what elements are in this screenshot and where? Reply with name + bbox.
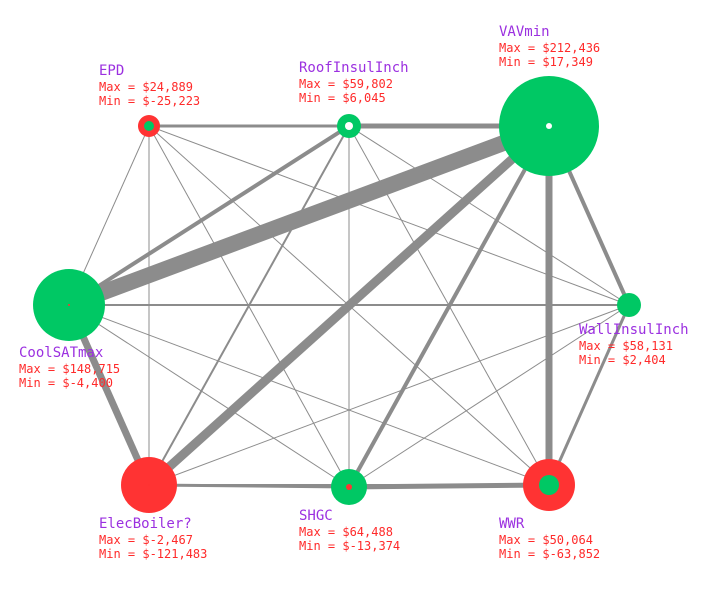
node-max-epd: Max = $24,889 [99, 80, 193, 94]
label-wwr: WWR Max = $50,064 Min = $-63,852 [499, 516, 600, 561]
edge-coolsat-shgc [68, 304, 350, 488]
edge-roof-wall [348, 125, 630, 306]
node-inner-circle-epd [144, 121, 154, 131]
node-wall [617, 293, 641, 317]
node-coolsat [33, 269, 105, 341]
node-min-roof: Min = $6,045 [299, 91, 386, 105]
label-epd: EPD Max = $24,889 Min = $-25,223 [99, 63, 200, 108]
node-name-wwr: WWR [499, 516, 525, 532]
edge-wall-wwr [547, 304, 631, 486]
label-layer: EPD Max = $24,889 Min = $-25,223 RoofIns… [19, 24, 689, 561]
node-max-shgc: Max = $64,488 [299, 525, 393, 539]
label-coolsat: CoolSATmax Max = $148,715 Min = $-4,400 [19, 345, 120, 390]
node-layer [33, 76, 641, 513]
node-wwr [523, 459, 575, 511]
node-name-shgc: SHGC [299, 508, 333, 524]
node-min-coolsat: Min = $-4,400 [19, 376, 113, 390]
node-min-wall: Min = $2,404 [579, 353, 666, 367]
node-inner-circle-coolsat [68, 304, 70, 306]
node-min-shgc: Min = $-13,374 [299, 539, 400, 553]
node-roof [337, 114, 361, 138]
node-inner-circle-roof [345, 122, 353, 130]
node-name-vav: VAVmin [499, 24, 550, 40]
edge-roof-coolsat [67, 124, 351, 307]
node-max-coolsat: Max = $148,715 [19, 362, 120, 376]
node-max-roof: Max = $59,802 [299, 77, 393, 91]
node-inner-circle-wwr [539, 475, 559, 495]
node-outer-circle-wall [617, 293, 641, 317]
label-shgc: SHGC Max = $64,488 Min = $-13,374 [299, 508, 400, 553]
node-epd [138, 115, 160, 137]
node-min-vav: Min = $17,349 [499, 55, 593, 69]
node-shgc [331, 469, 367, 505]
node-min-elec: Min = $-121,483 [99, 547, 207, 561]
edge-roof-wwr [348, 125, 550, 486]
node-max-wall: Max = $58,131 [579, 339, 673, 353]
edge-elec-wall [148, 304, 630, 486]
edge-layer [65, 118, 631, 490]
node-inner-circle-shgc [346, 484, 352, 490]
node-name-elec: ElecBoiler? [99, 516, 192, 532]
edge-shgc-wall [348, 304, 630, 488]
edge-epd-shgc [148, 125, 350, 488]
edge-coolsat-wwr [68, 304, 550, 486]
label-vav: VAVmin Max = $212,436 Min = $17,349 [499, 24, 600, 69]
node-inner-circle-vav [546, 123, 552, 129]
label-wall: WallInsulInch Max = $58,131 Min = $2,404 [579, 322, 689, 367]
node-name-wall: WallInsulInch [579, 322, 689, 338]
node-vav [499, 76, 599, 176]
node-max-elec: Max = $-2,467 [99, 533, 193, 547]
node-min-wwr: Min = $-63,852 [499, 547, 600, 561]
node-min-epd: Min = $-25,223 [99, 94, 200, 108]
node-name-epd: EPD [99, 63, 124, 79]
node-elec [121, 457, 177, 513]
node-inner-circle-elec [148, 484, 150, 486]
edge-epd-wall [148, 125, 630, 306]
label-elec: ElecBoiler? Max = $-2,467 Min = $-121,48… [99, 516, 207, 561]
node-name-coolsat: CoolSATmax [19, 345, 103, 361]
node-max-vav: Max = $212,436 [499, 41, 600, 55]
node-name-roof: RoofInsulInch [299, 60, 409, 76]
label-roof: RoofInsulInch Max = $59,802 Min = $6,045 [299, 60, 409, 105]
node-max-wwr: Max = $50,064 [499, 533, 593, 547]
